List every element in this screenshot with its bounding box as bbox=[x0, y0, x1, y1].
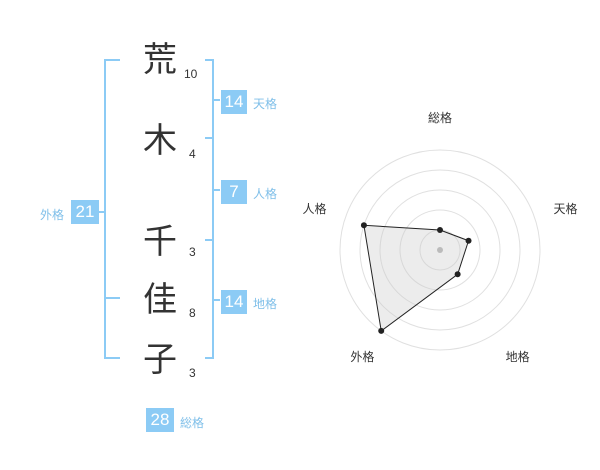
radar-area bbox=[363, 224, 470, 332]
radar-point-4 bbox=[360, 222, 367, 229]
radar-point-3 bbox=[378, 327, 385, 334]
stroke-count-2: 4 bbox=[189, 147, 196, 161]
tenkaku-label: 天格 bbox=[253, 97, 278, 111]
radar-point-0 bbox=[437, 227, 443, 233]
stroke-count-5: 3 bbox=[189, 366, 196, 380]
stroke-count-4: 8 bbox=[189, 306, 196, 320]
name-char-1: 荒 bbox=[143, 40, 177, 80]
name-char-5: 子 bbox=[143, 340, 177, 380]
radar-axis-label-soukaku: 総格 bbox=[428, 110, 452, 125]
chikaku-value-badge: 14 bbox=[221, 290, 247, 314]
radar-axis-label-gaikaku: 外格 bbox=[350, 349, 374, 364]
gaikaku-value-badge: 21 bbox=[71, 200, 99, 224]
name-char-4: 佳 bbox=[143, 280, 177, 320]
radar-axis-label-jinkaku: 人格 bbox=[302, 201, 326, 216]
stroke-count-1: 10 bbox=[184, 67, 198, 81]
radar-ring bbox=[379, 189, 501, 311]
radar-ring bbox=[339, 149, 541, 351]
soukaku-label: 総格 bbox=[180, 416, 205, 430]
radar-point-2 bbox=[454, 271, 461, 278]
radar-center-dot bbox=[437, 247, 443, 253]
gaikaku-label: 外格 bbox=[40, 208, 65, 222]
jinkaku-value-badge: 7 bbox=[221, 180, 247, 204]
radar-ring bbox=[399, 209, 481, 291]
name-char-2: 木 bbox=[143, 121, 177, 161]
stroke-count-3: 3 bbox=[189, 245, 196, 259]
radar-point-1 bbox=[465, 237, 472, 244]
radar-axis-label-tenkaku: 天格 bbox=[554, 201, 578, 216]
jinkaku-label: 人格 bbox=[253, 187, 278, 201]
soukaku-value-badge: 28 bbox=[146, 408, 174, 432]
name-char-3: 千 bbox=[143, 222, 177, 262]
radar-axis-label-chikaku: 地格 bbox=[506, 349, 530, 364]
tenkaku-value-badge: 14 bbox=[221, 90, 247, 114]
chikaku-label: 地格 bbox=[253, 297, 278, 311]
gaikaku-bracket bbox=[104, 59, 120, 359]
radar-ring bbox=[359, 169, 521, 331]
